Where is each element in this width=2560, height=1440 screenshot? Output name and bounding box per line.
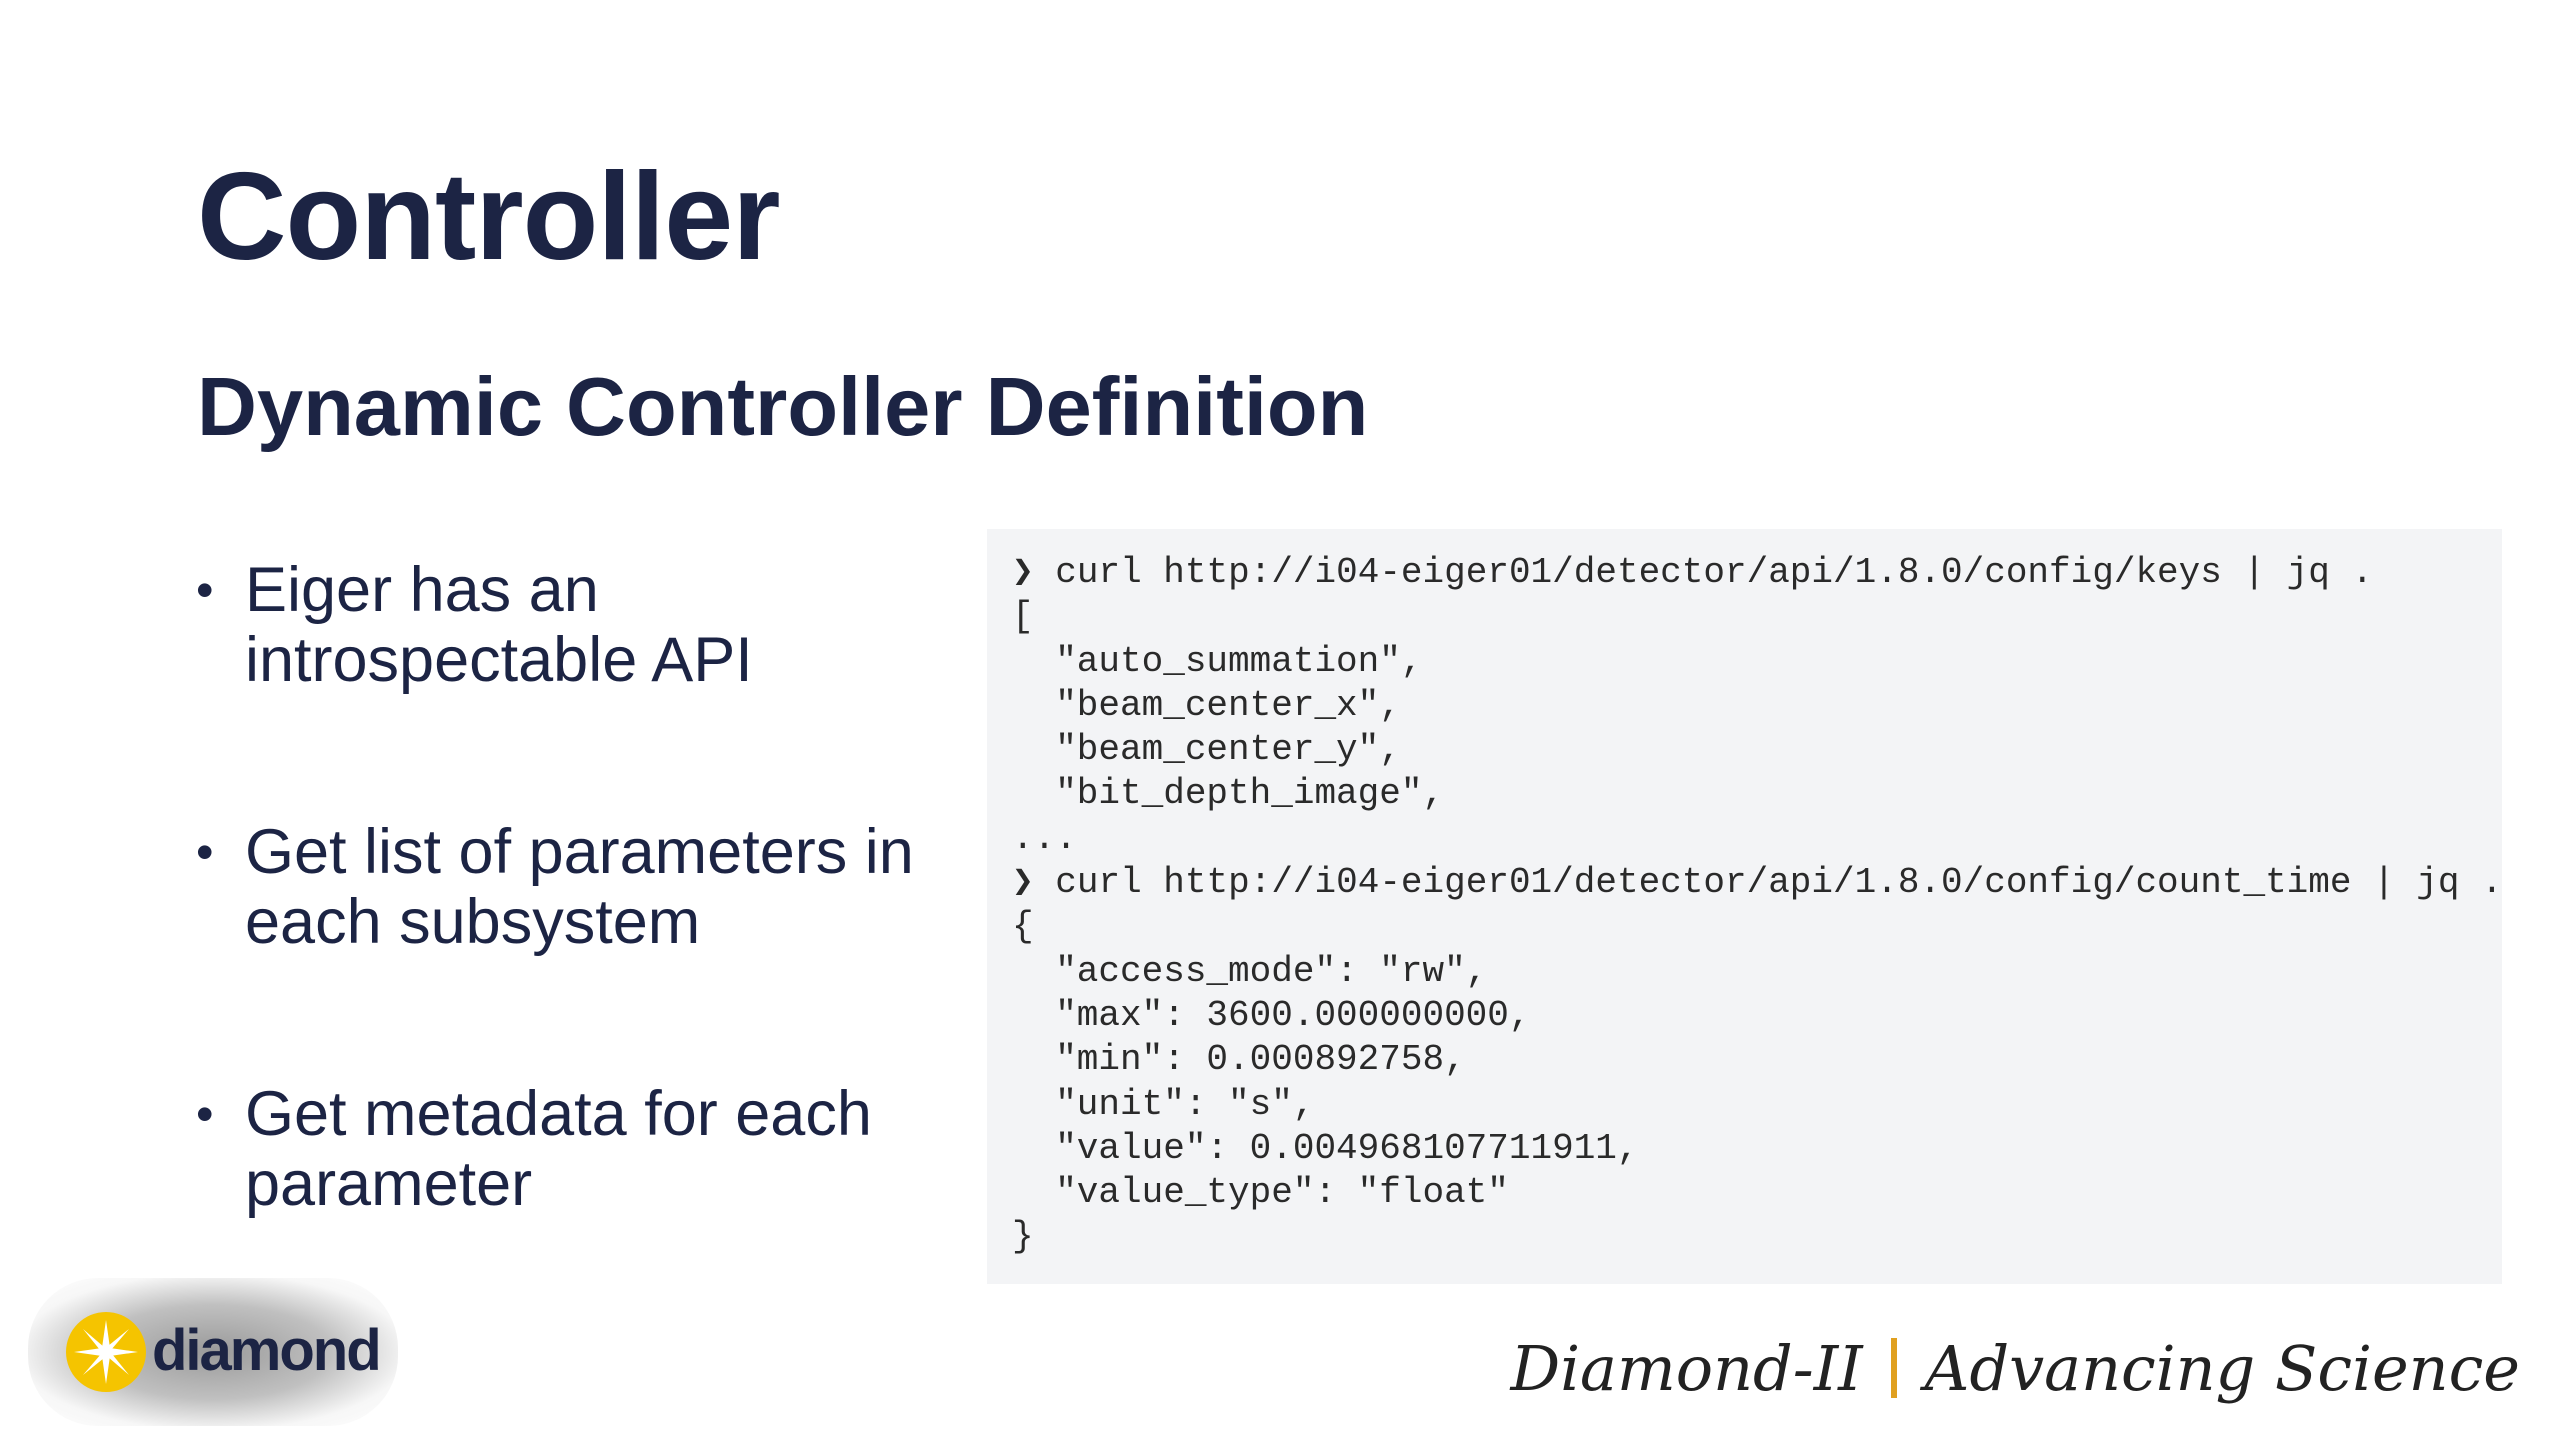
bullet-list: • Eiger has an introspectable API • Get … [190,555,970,1341]
code-line: ... [1012,817,1077,859]
code-line: "value_type": "float" [1012,1172,1509,1214]
diamond-logo: diamond [28,1278,398,1426]
bullet-marker: • [196,824,214,880]
code-line: "bit_depth_image", [1012,773,1445,815]
bullet-item: • Eiger has an introspectable API [190,555,970,695]
code-line: } [1012,1216,1034,1258]
tagline-right: Advancing Science [1924,1331,2520,1405]
code-line: "auto_summation", [1012,640,1423,682]
code-line: "max": 3600.000000000, [1012,994,1531,1036]
code-line: "value": 0.004968107711911, [1012,1127,1639,1169]
code-line: "unit": "s", [1012,1083,1315,1125]
bullet-marker: • [196,562,214,618]
bullet-text: Get list of parameters in each subsystem [245,817,914,957]
slide-subtitle: Dynamic Controller Definition [197,360,1369,453]
code-line: "beam_center_x", [1012,684,1401,726]
code-line: { [1012,906,1034,948]
bullet-marker: • [196,1086,214,1142]
bullet-text: Eiger has an introspectable API [245,555,753,695]
code-line: "min": 0.000892758, [1012,1039,1466,1081]
bullet-text: Get metadata for each parameter [245,1079,872,1219]
diamond-sun-logo-icon [66,1312,146,1392]
bullet-item: • Get metadata for each parameter [190,1079,970,1219]
logo-wordmark: diamond [152,1318,382,1383]
tagline-separator [1890,1338,1897,1398]
code-panel: ❯ curl http://i04-eiger01/detector/api/1… [987,529,2503,1284]
code-line: [ [1012,596,1034,638]
code-block: ❯ curl http://i04-eiger01/detector/api/1… [987,529,2503,1260]
bullet-item: • Get list of parameters in each subsyst… [190,817,970,957]
footer-tagline: Diamond-II Advancing Science [1511,1318,2521,1418]
code-line: ❯ curl http://i04-eiger01/detector/api/1… [1012,552,2374,593]
tagline-left: Diamond-II [1510,1331,1863,1405]
code-line: ❯ curl http://i04-eiger01/detector/api/1… [1012,862,2503,904]
slide-title: Controller [197,148,780,286]
code-line: "access_mode": "rw", [1012,950,1488,992]
code-line: "beam_center_y", [1012,729,1401,771]
